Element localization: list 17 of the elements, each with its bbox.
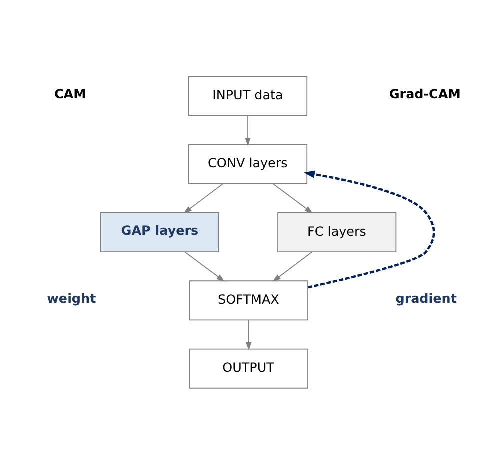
node-box: GAP layers	[100, 212, 220, 252]
arrow	[184, 252, 225, 282]
label: Grad-CAM	[389, 86, 461, 102]
node-box: SOFTMAX	[189, 280, 308, 321]
node-box: INPUT data	[188, 76, 308, 116]
label: CAM	[54, 86, 86, 102]
arrow	[304, 170, 436, 289]
arrow	[272, 183, 314, 214]
arrow	[245, 115, 251, 146]
arrow	[184, 183, 224, 214]
label: weight	[47, 291, 96, 306]
arrow	[246, 320, 252, 351]
node-box: CONV layers	[188, 144, 308, 184]
arrow	[272, 252, 313, 282]
node-box: FC layers	[278, 212, 397, 252]
node-box: OUTPUT	[189, 348, 308, 389]
label: gradient	[396, 291, 457, 306]
